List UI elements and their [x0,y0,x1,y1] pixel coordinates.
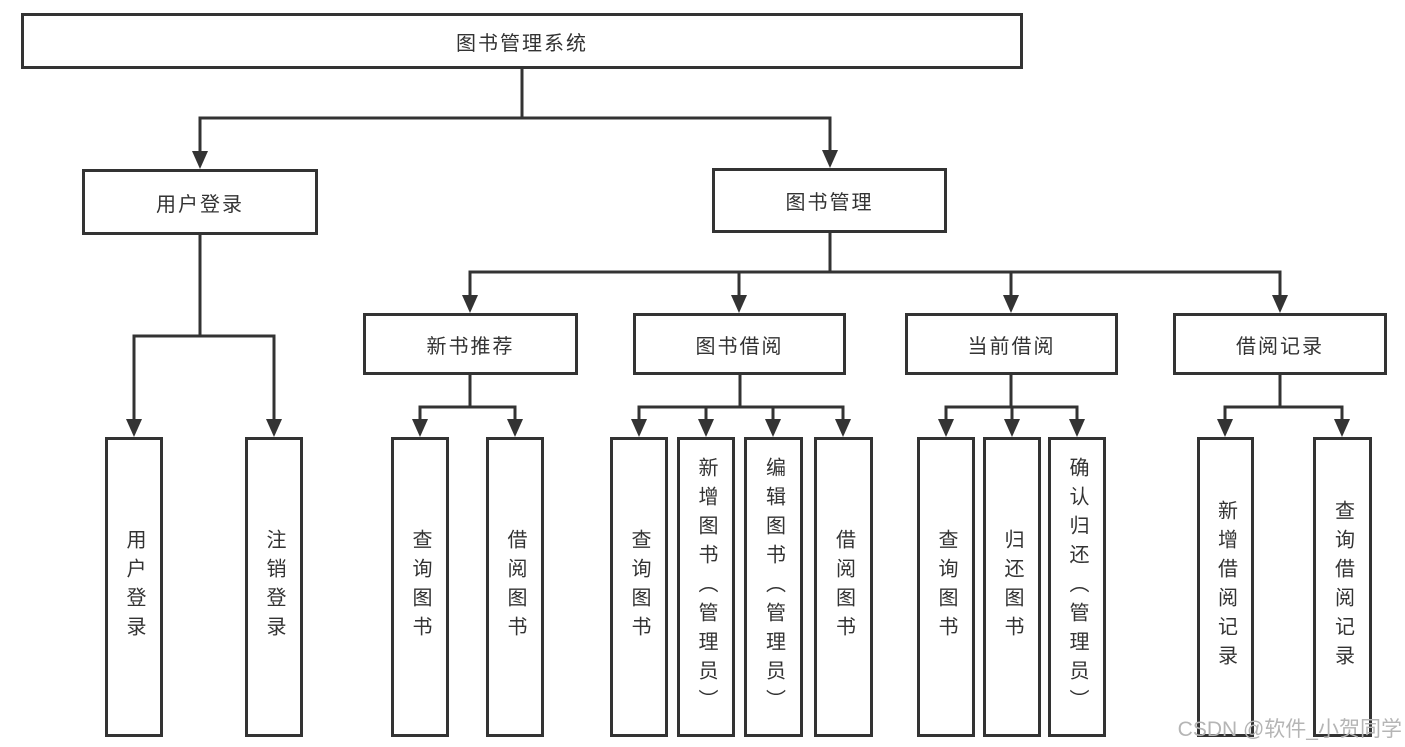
leaf-query-books: 查询图书 [391,437,449,737]
arrowhead [1217,419,1233,437]
arrowhead [835,419,851,437]
node-label: 图书管理系统 [456,32,588,55]
arrowhead [1334,419,1350,437]
node-label: 借阅记录 [1236,335,1324,358]
node-label: 新增图书（管理员） [695,456,717,718]
arrowhead [507,419,523,437]
node-label: 查询图书 [409,529,431,645]
arrowhead [1004,419,1020,437]
node-user-login: 用户登录 [82,169,318,235]
arrowhead [266,419,282,437]
node-label: 查询图书 [935,529,957,645]
node-label: 查询借阅记录 [1331,500,1354,674]
node-label: 借阅图书 [832,529,855,645]
leaf-query-borrow-record: 查询借阅记录 [1313,437,1372,737]
connector-book-management-branch [468,231,1282,297]
node-label: 图书借阅 [695,335,784,358]
node-label: 查询图书 [628,529,650,645]
leaf-return-books: 归还图书 [983,437,1041,737]
arrowhead [126,419,142,437]
node-label: 归还图书 [1001,529,1023,645]
leaf-borrow-books: 借阅图书 [814,437,873,737]
leaf-query-books: 查询图书 [917,437,975,737]
arrowhead [765,419,781,437]
node-book-management: 图书管理 [712,168,947,233]
leaf-borrow-books: 借阅图书 [486,437,544,737]
node-label: 注销登录 [263,529,285,645]
csdn-watermark: CSDN @软件_小贺同学 [1177,718,1402,741]
node-label: 用户登录 [123,529,145,645]
arrowhead [938,419,954,437]
node-label: 用户登录 [156,193,244,216]
leaf-user-login: 用户登录 [105,437,163,737]
arrowhead [822,150,838,168]
leaf-logout: 注销登录 [245,437,303,737]
node-label: 新增借阅记录 [1214,500,1237,674]
connector-root-to-level2 [198,67,832,153]
arrowhead [731,295,747,313]
node-label: 确认归还（管理员） [1066,456,1088,718]
connector-current-borrow-branch [944,373,1079,421]
arrowhead [1069,419,1085,437]
arrowhead [412,419,428,437]
arrowhead [631,419,647,437]
leaf-add-borrow-record: 新增借阅记录 [1197,437,1254,737]
leaf-confirm-return-admin: 确认归还（管理员） [1048,437,1106,737]
node-new-book-recommendation: 新书推荐 [363,313,578,375]
connector-new-book-branch [418,373,517,421]
connector-borrow-records-branch [1223,373,1344,421]
arrowhead [1272,295,1288,313]
node-current-borrowing: 当前借阅 [905,313,1118,375]
arrowhead [698,419,714,437]
node-label: 借阅图书 [504,529,526,645]
connector-user-login-branch [132,233,276,421]
node-borrowing-records: 借阅记录 [1173,313,1387,375]
leaf-query-books: 查询图书 [610,437,668,737]
node-label: 新书推荐 [426,335,515,358]
node-label: 图书管理 [785,192,874,214]
leaf-edit-books-admin: 编辑图书（管理员） [744,437,803,737]
node-label: 编辑图书（管理员） [762,456,785,718]
leaf-add-books-admin: 新增图书（管理员） [677,437,735,737]
arrowhead [192,151,208,169]
node-library-system: 图书管理系统 [21,13,1023,69]
connector-book-borrow-branch [637,373,845,421]
node-label: 当前借阅 [967,335,1056,358]
arrowhead [1003,295,1019,313]
arrowhead [462,295,478,313]
node-book-borrowing: 图书借阅 [633,313,846,375]
